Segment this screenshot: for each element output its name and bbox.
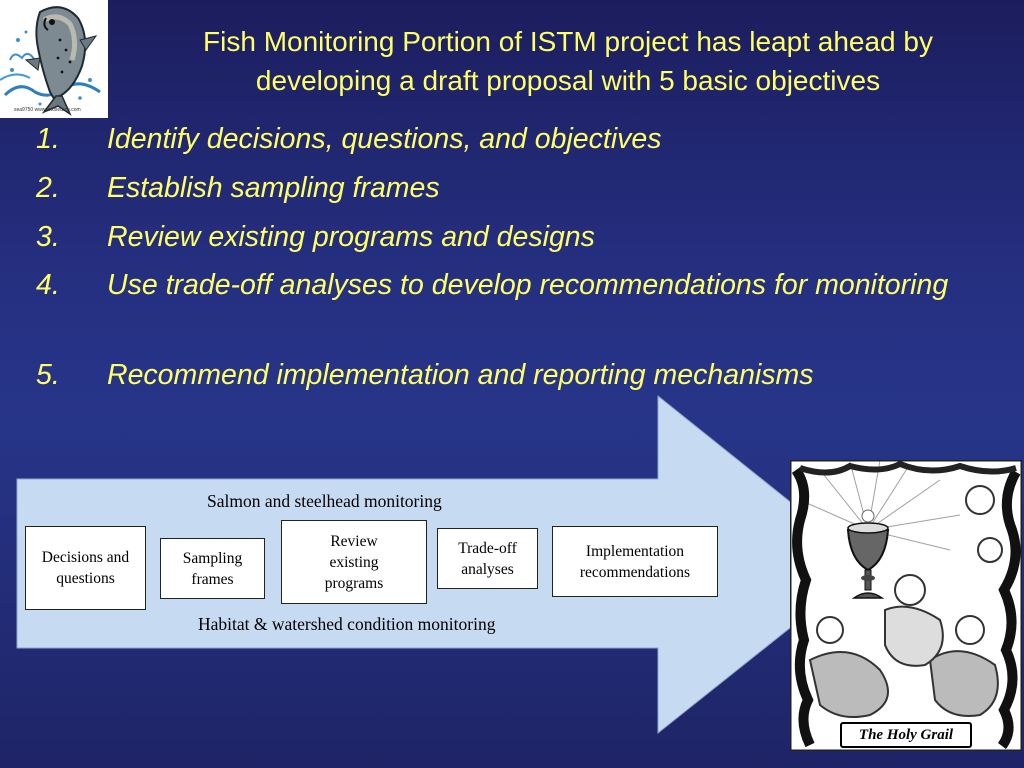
logo-caption: sea9750 www.fotosearch.com (14, 107, 81, 113)
objective-text: Use trade-off analyses to develop recomm… (107, 269, 949, 301)
step-box-implementation: Implementation recommendations (552, 526, 718, 597)
objective-number: 4. (36, 269, 60, 301)
objective-text: Review existing programs and designs (107, 221, 595, 253)
objective-text: Identify decisions, questions, and objec… (107, 123, 662, 155)
habitat-monitoring-label: Habitat & watershed condition monitoring (198, 614, 496, 634)
objective-number: 2. (36, 172, 60, 204)
grail-caption: The Holy Grail (840, 722, 972, 748)
objective-text: Establish sampling frames (107, 172, 440, 204)
salmon-icon (0, 6, 101, 117)
objective-number: 1. (36, 123, 60, 155)
salmon-logo-image: sea9750 www.fotosearch.com (0, 0, 108, 118)
step-box-decisions: Decisions and questions (25, 526, 146, 610)
slide-title: Fish Monitoring Portion of ISTM project … (112, 22, 1024, 100)
objective-text: Recommend implementation and reporting m… (107, 359, 814, 391)
step-box-tradeoff: Trade-off analyses (437, 528, 538, 589)
step-box-sampling: Sampling frames (160, 538, 265, 599)
title-line-1: Fish Monitoring Portion of ISTM project … (203, 26, 933, 57)
step-box-review: Review existing programs (281, 520, 427, 604)
holy-grail-image: The Holy Grail (790, 460, 1022, 751)
objective-number: 5. (36, 359, 60, 391)
holy-grail-engraving-icon (790, 460, 1022, 751)
salmon-monitoring-label: Salmon and steelhead monitoring (207, 491, 442, 511)
objective-number: 3. (36, 221, 60, 253)
title-line-2: developing a draft proposal with 5 basic… (255, 65, 881, 96)
